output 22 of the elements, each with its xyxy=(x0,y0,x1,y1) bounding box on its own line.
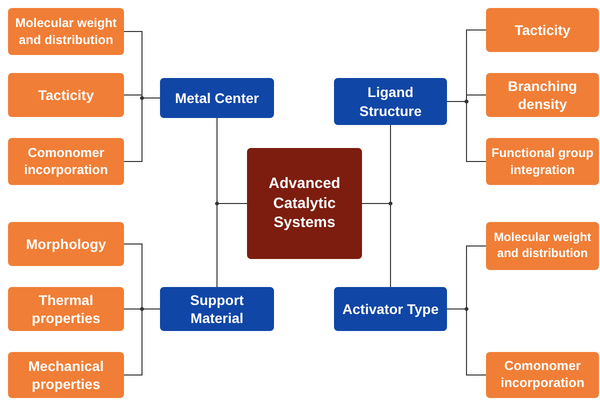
central-box: Advanced Catalytic Systems xyxy=(247,148,362,259)
connector-line xyxy=(124,98,160,162)
topic-box: Branching density xyxy=(486,73,599,117)
category-box: Metal Center xyxy=(160,78,274,118)
topic-box: Functional group integration xyxy=(486,138,599,185)
topic-box: Morphology xyxy=(8,222,124,266)
connector-line xyxy=(446,101,486,162)
topic-box: Comonomer incorporation xyxy=(486,352,599,398)
connector-line xyxy=(216,203,248,288)
category-box: Activator Type xyxy=(334,287,447,331)
connector-line xyxy=(446,308,486,376)
connector-line xyxy=(362,203,391,288)
category-box: Support Material xyxy=(160,287,274,331)
category-box: Ligand Structure xyxy=(334,78,447,125)
topic-box: Thermal properties xyxy=(8,287,124,331)
topic-box: Molecular weight and distribution xyxy=(486,222,599,270)
topic-box: Tacticity xyxy=(8,73,124,117)
topic-box: Molecular weight and distribution xyxy=(8,8,124,55)
topic-box: Mechanical properties xyxy=(8,352,124,398)
connector-line xyxy=(124,308,160,376)
topic-box: Tacticity xyxy=(486,8,599,52)
topic-box: Comonomer incorporation xyxy=(8,138,124,185)
